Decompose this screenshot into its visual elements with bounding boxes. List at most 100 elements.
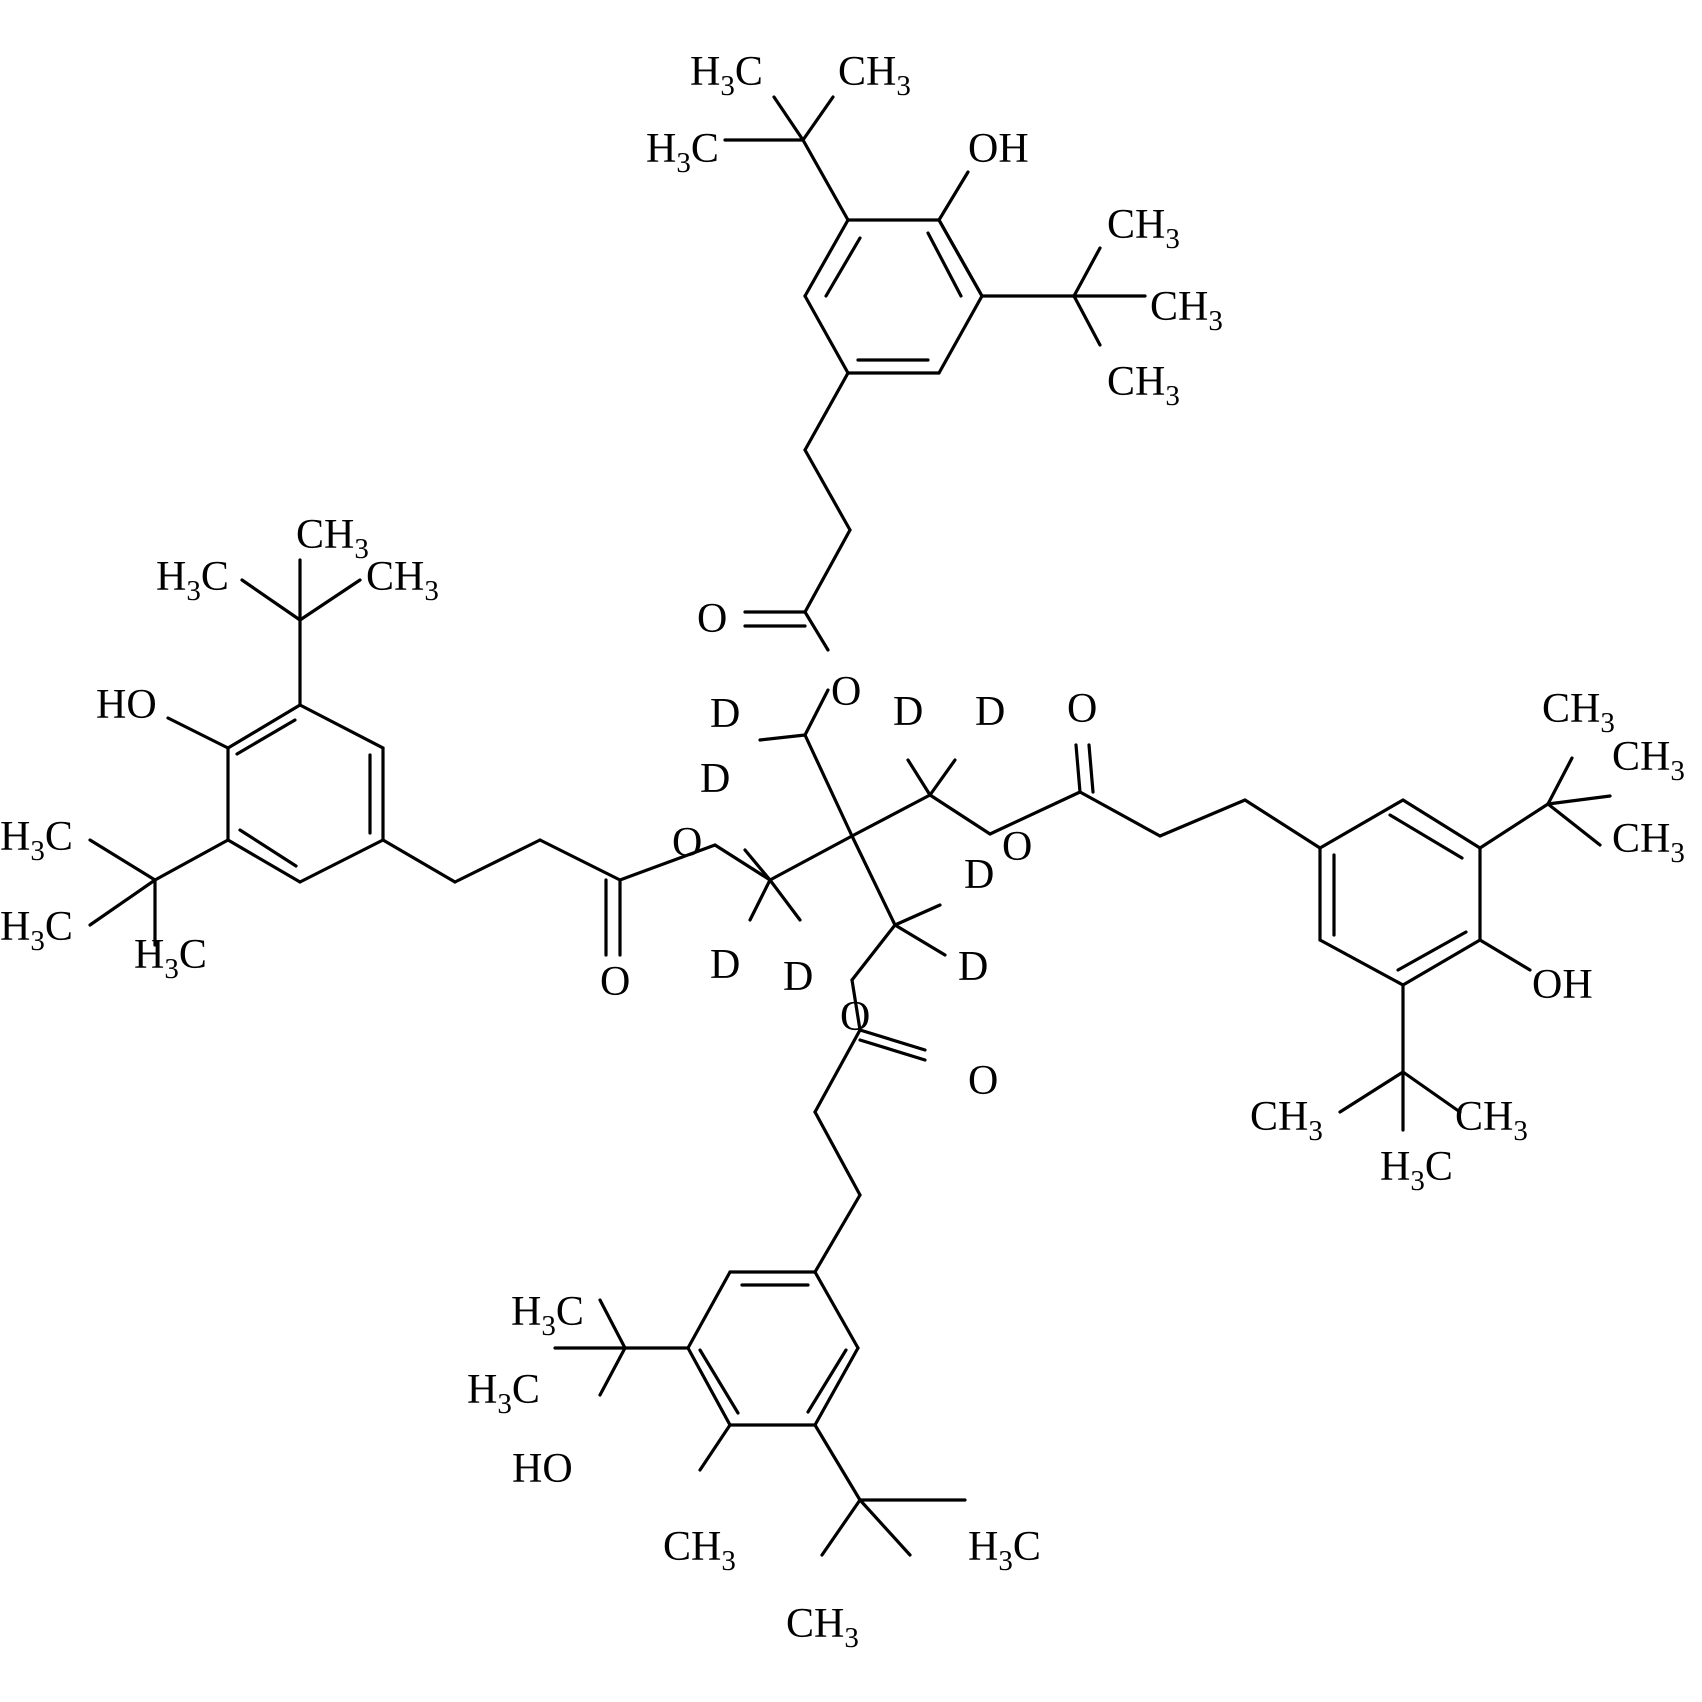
atom-symbol: CH (1542, 686, 1600, 732)
atom-symbol: O (697, 596, 727, 642)
atom-symbol-tail: C (556, 1289, 584, 1335)
atom-label: O (1067, 686, 1097, 732)
bond-line (758, 733, 807, 742)
bond-line (801, 95, 835, 142)
bond-line (813, 1346, 860, 1427)
atom-label: CH3 (1250, 1094, 1323, 1147)
bond-line (893, 923, 947, 957)
bond-line (858, 1038, 927, 1062)
bond-line (298, 703, 385, 750)
bond-line (772, 95, 805, 142)
atom-symbol: O (968, 1058, 998, 1104)
atom-symbol: D (893, 689, 923, 735)
atom-label: H3C (0, 904, 73, 957)
bond-line (88, 878, 157, 927)
bond-line (226, 703, 302, 750)
atom-symbol: CH (1107, 202, 1165, 248)
atom-subscript: 3 (1600, 707, 1615, 739)
atom-label: O (840, 994, 870, 1040)
bond-line (803, 733, 854, 838)
atom-symbol: O (672, 820, 702, 866)
atom-subscript: 3 (844, 1622, 859, 1654)
bond-line (1401, 1070, 1462, 1114)
atom-label: CH3 (366, 554, 439, 607)
bond-line (1478, 938, 1532, 972)
atom-label: D (710, 691, 740, 737)
atom-symbol: O (840, 994, 870, 1040)
bond-line (1338, 1070, 1405, 1114)
atom-label: D (964, 852, 994, 898)
bond-line (453, 838, 542, 884)
bond-line (1388, 813, 1464, 860)
atom-label: CH3 (1107, 359, 1180, 412)
atom-subscript: 3 (676, 147, 691, 179)
bond-line (686, 1270, 732, 1350)
atom-label: O (831, 669, 861, 715)
atom-subscript: 3 (1670, 837, 1685, 869)
bond-line (698, 1348, 740, 1415)
atom-label: H3C (156, 554, 229, 607)
bond-line (803, 610, 830, 652)
atom-label: D (893, 689, 923, 735)
atom-symbol: D (975, 689, 1005, 735)
atom-subscript: 3 (354, 533, 369, 565)
bond-line (813, 1110, 862, 1197)
bond-line (598, 1346, 627, 1397)
bond-line (813, 1193, 862, 1274)
atom-symbol: O (831, 669, 861, 715)
bond-line (1401, 798, 1482, 850)
atom-symbol-tail: C (512, 1367, 540, 1413)
atom-label: O (672, 820, 702, 866)
bond-line (1072, 246, 1102, 298)
atom-label: CH3 (663, 1524, 736, 1577)
bond-line (988, 790, 1082, 836)
atom-label: CH3 (1612, 734, 1685, 787)
bond-line (813, 1028, 862, 1114)
atom-label: H3C (646, 126, 719, 179)
atom-label: H3C (968, 1524, 1041, 1577)
bond-line (928, 793, 992, 836)
atom-subscript: 3 (1208, 305, 1223, 337)
bond-line (937, 170, 970, 222)
atom-symbol: OH (968, 126, 1029, 172)
bond-line (618, 843, 717, 882)
atom-symbol: H (467, 1367, 497, 1413)
atom-symbol-tail: C (735, 49, 763, 95)
bond-line (1078, 790, 1162, 838)
atom-symbol: CH (1612, 734, 1670, 780)
atom-label: OH (1532, 962, 1593, 1008)
atom-label: H3C (690, 49, 763, 102)
bond-line (937, 218, 984, 298)
atom-symbol: O (600, 959, 630, 1005)
atom-symbol: H (134, 932, 164, 978)
atom-symbol: D (964, 852, 994, 898)
bond-line (850, 978, 862, 1032)
atom-symbol: D (958, 944, 988, 990)
bond-line (1074, 743, 1082, 794)
atom-symbol-tail: C (179, 932, 207, 978)
bond-line (235, 718, 297, 756)
atom-symbol: H (156, 554, 186, 600)
atom-label: OH (968, 126, 1029, 172)
bond-line (1401, 938, 1482, 987)
bond-line (858, 1028, 927, 1052)
atom-subscript: 3 (1410, 1165, 1425, 1197)
atom-subscript: 3 (720, 70, 735, 102)
atom-symbol: CH (1150, 284, 1208, 330)
atom-symbol: H (646, 126, 676, 172)
atom-label: HO (96, 682, 157, 728)
atom-label: CH3 (1150, 284, 1223, 337)
atom-subscript: 3 (424, 575, 439, 607)
atom-subscript: 3 (164, 953, 179, 985)
atom-subscript: 3 (186, 575, 201, 607)
atom-label: CH3 (1612, 816, 1685, 869)
atom-label: H3C (511, 1289, 584, 1342)
atom-label: D (958, 944, 988, 990)
bond-line (813, 1423, 862, 1502)
atom-symbol-tail: C (1425, 1144, 1453, 1190)
bond-line (1318, 938, 1405, 987)
bond-line (1546, 794, 1612, 806)
atom-label: O (600, 959, 630, 1005)
atom-symbol: D (783, 954, 813, 1000)
